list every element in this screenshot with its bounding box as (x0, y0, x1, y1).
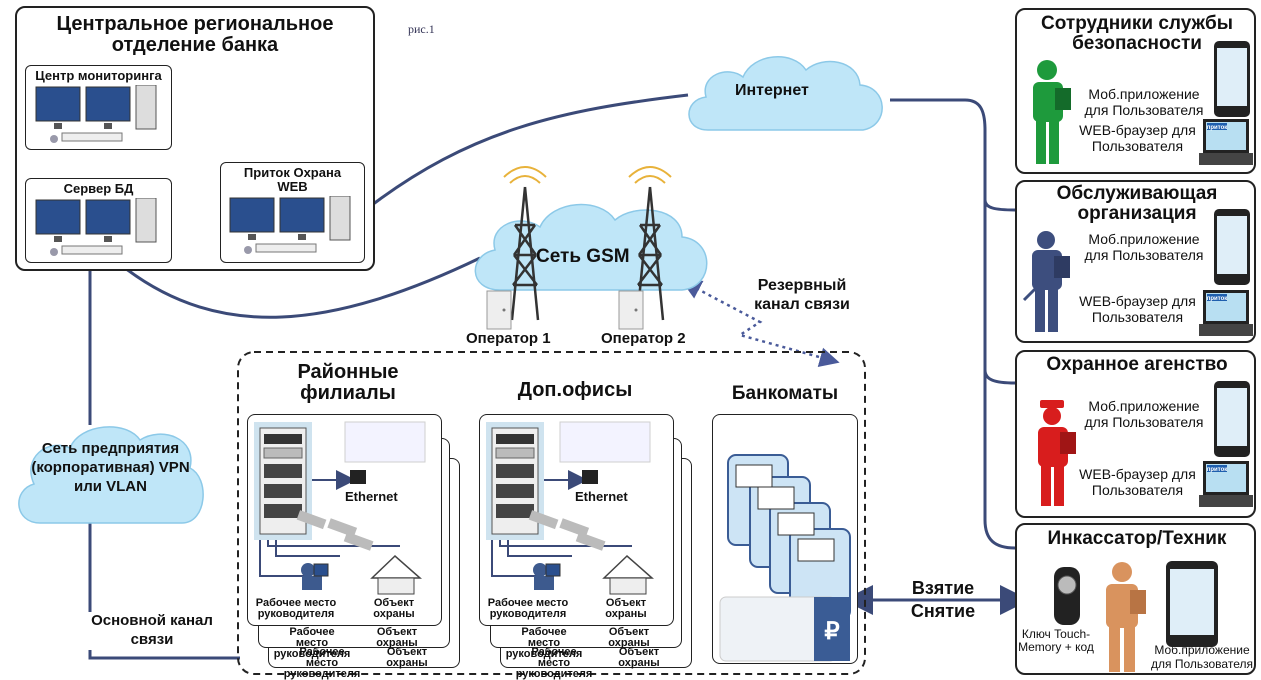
atms-title: Банкоматы (731, 383, 839, 404)
web-browser-caption: WEB-браузер для Пользователя (1079, 293, 1196, 326)
operator1-label: Оператор 1 (466, 330, 551, 347)
tower-icon-1 (503, 166, 547, 321)
touch-memory-label: Ключ Touch-Memory + код (1018, 627, 1094, 655)
group-service-title: Обслуживающая организация (1056, 183, 1218, 224)
touch-memory-key-icon (1054, 567, 1080, 625)
branch-ethernet-label: Ethernet (345, 489, 398, 504)
group-security-mobile-label: Моб.приложение для Пользователя (1078, 86, 1210, 118)
web-server-label: Приток Охрана WEB (243, 165, 342, 194)
laptop-icon: приток (1199, 119, 1253, 165)
web-browser-caption: WEB-браузер для Пользователя (1079, 122, 1196, 155)
pritok-logo-text: приток (1207, 467, 1228, 473)
web-browser-caption: WEB-браузер для Пользователя (1079, 466, 1196, 499)
phone-icon (1214, 209, 1250, 285)
office-workplace-mid-label: Рабочее место руководителя (505, 626, 583, 660)
office-object-mid-label: Объект охраны (608, 626, 650, 649)
internet-label: Интернет (735, 82, 809, 99)
internet-cloud (688, 56, 883, 131)
person-icon-security (1033, 60, 1071, 164)
offices-title: Доп.офисы (517, 379, 633, 401)
branch-object-back-label: Объект охраны (386, 646, 428, 669)
branch-workplace-label: Рабочее место руководителя (252, 598, 340, 620)
laptop-icon: приток (1199, 290, 1253, 336)
enterprise-net-label: Сеть предприятия (корпоративная) VPN или… (31, 440, 190, 495)
office-equipment-icon (486, 421, 654, 595)
office-workplace-back-label: Рабочее место руководителя (515, 646, 593, 680)
person-icon-collector (1106, 562, 1146, 672)
branch-object-label: Объект охраны (368, 598, 420, 620)
mobile-app-caption: Моб.приложение для Пользователя (1084, 398, 1204, 431)
office-ethernet-label: Ethernet (575, 489, 628, 504)
operator2-box-icon (618, 290, 644, 330)
operator2-label: Оператор 2 (601, 330, 686, 347)
phone-icon (1214, 41, 1250, 117)
enterprise-cloud (18, 426, 204, 524)
db-server-label: Сервер БД (63, 181, 134, 196)
branch-object-mid-label: Объект охраны (376, 626, 418, 649)
db-workstation-icon (35, 198, 157, 256)
tower-icon-2 (628, 166, 672, 321)
phone-icon (1166, 561, 1218, 647)
office-object-back-label: Объект охраны (618, 646, 660, 669)
group-security-title: Сотрудники службы безопасности (1041, 13, 1233, 54)
figure-label: рис.1 (408, 22, 435, 36)
web-workstation-icon (229, 196, 351, 254)
group-guard-mobile-label: Моб.приложение для Пользователя (1080, 398, 1208, 430)
arm-disarm-label: Взятие Снятие (910, 578, 976, 622)
group-guard-title: Охранное агенство (1046, 354, 1228, 375)
group-guard-web-label: WEB-браузер для Пользователя (1070, 466, 1205, 498)
workstation-icon (35, 85, 157, 143)
gsm-label: Сеть GSM (536, 246, 630, 267)
group-service-web-label: WEB-браузер для Пользователя (1070, 293, 1205, 325)
office-object-label: Объект охраны (600, 598, 652, 620)
group-collector-title: Инкассатор/Техник (1047, 528, 1227, 549)
branch-workplace-mid-label: Рабочее место руководителя (273, 626, 351, 660)
ruble-sign-icon: ₽ (824, 618, 839, 645)
group-security-web-label: WEB-браузер для Пользователя (1070, 122, 1205, 154)
bank-title: Центральное региональное отделение банка (56, 13, 334, 56)
person-icon-service (1022, 231, 1070, 332)
branches-title: Районные филиалы (297, 361, 399, 404)
person-icon-guard (1038, 400, 1076, 506)
laptop-icon: приток (1199, 461, 1253, 507)
mobile-app-caption: Моб.приложение для Пользователя (1084, 231, 1204, 264)
office-workplace-label: Рабочее место руководителя (484, 598, 572, 620)
collector-mobile-label: Моб.приложение для Пользователя (1151, 643, 1253, 671)
group-service-mobile-label: Моб.приложение для Пользователя (1080, 231, 1208, 263)
atm-icons: ₽ (719, 454, 851, 662)
pritok-logo-text: приток (1207, 296, 1228, 302)
reserve-channel-label: Резервный канал связи (754, 277, 850, 314)
branch-workplace-back-label: Рабочее место руководителя (283, 646, 361, 680)
main-channel-label: Основной канал связи (82, 612, 222, 650)
phone-icon (1214, 381, 1250, 457)
branch-equipment-icon (254, 421, 426, 595)
mobile-app-caption: Моб.приложение для Пользователя (1084, 86, 1204, 119)
monitoring-label: Центр мониторинга (35, 68, 162, 83)
operator1-box-icon (486, 290, 512, 330)
pritok-logo-text: приток (1207, 125, 1228, 131)
